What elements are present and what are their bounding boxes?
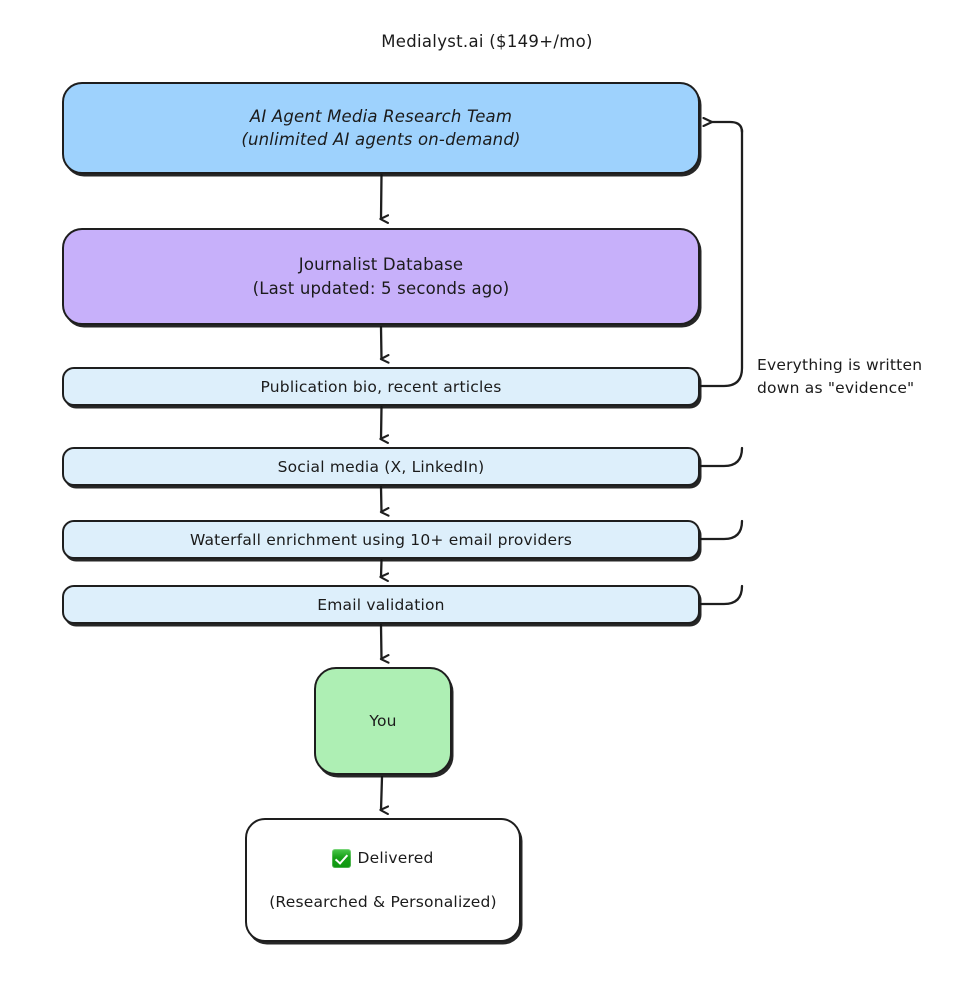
node-you[interactable]: You bbox=[314, 667, 452, 775]
edge-social-to-feedback bbox=[699, 446, 744, 468]
edge-pubbio-to-social bbox=[381, 405, 382, 439]
edge-waterfall-to-feedback bbox=[699, 519, 744, 541]
edge-you-to-delivered bbox=[381, 775, 382, 810]
node-label-line-1: AI Agent Media Research Team bbox=[249, 106, 513, 126]
node-label-line-1: Journalist Database bbox=[298, 255, 464, 275]
annotation-line-2: down as "evidence" bbox=[757, 379, 915, 398]
node-label: Email validation bbox=[317, 595, 445, 614]
node-label-line-2: (Last updated: 5 seconds ago) bbox=[252, 278, 510, 298]
edge-emailval-to-you bbox=[379, 623, 382, 659]
delivered-row: Delivered bbox=[332, 847, 433, 869]
diagram-title: Medialyst.ai ($149+/mo) bbox=[381, 32, 593, 51]
node-label: Publication bio, recent articles bbox=[260, 377, 502, 396]
edge-pubbio-to-feedback bbox=[699, 128, 744, 388]
node-label: You bbox=[369, 712, 397, 730]
edge-feedback-to-team bbox=[712, 122, 744, 134]
node-email-validation[interactable]: Email validation bbox=[62, 585, 700, 624]
annotation-line-1: Everything is written bbox=[757, 356, 923, 374]
node-label-line-2: (unlimited AI agents on-demand) bbox=[241, 130, 521, 149]
check-mark-button-icon bbox=[332, 848, 352, 868]
edge-emailval-to-feedback bbox=[699, 584, 744, 606]
annotation-evidence: Everything is written down as "evidence" bbox=[757, 354, 957, 401]
node-label: Waterfall enrichment using 10+ email pro… bbox=[189, 530, 573, 549]
node-label: Social media (X, LinkedIn) bbox=[277, 457, 485, 476]
edge-waterfall-to-emailval bbox=[381, 558, 382, 577]
node-ai-agent-media-research-team[interactable]: AI Agent Media Research Team (unlimited … bbox=[62, 82, 700, 174]
edge-team-to-db bbox=[381, 173, 382, 219]
edge-social-to-waterfall bbox=[379, 485, 382, 512]
node-sublabel: (Researched & Personalized) bbox=[269, 893, 497, 911]
node-social-media[interactable]: Social media (X, LinkedIn) bbox=[62, 447, 700, 486]
node-publication-bio[interactable]: Publication bio, recent articles bbox=[62, 367, 700, 406]
node-label: Delivered bbox=[357, 849, 434, 867]
node-delivered[interactable]: Delivered (Researched & Personalized) bbox=[245, 818, 521, 942]
node-waterfall-enrichment[interactable]: Waterfall enrichment using 10+ email pro… bbox=[62, 520, 700, 559]
node-journalist-database[interactable]: Journalist Database (Last updated: 5 sec… bbox=[62, 228, 700, 325]
edge-db-to-pubbio bbox=[379, 325, 382, 359]
